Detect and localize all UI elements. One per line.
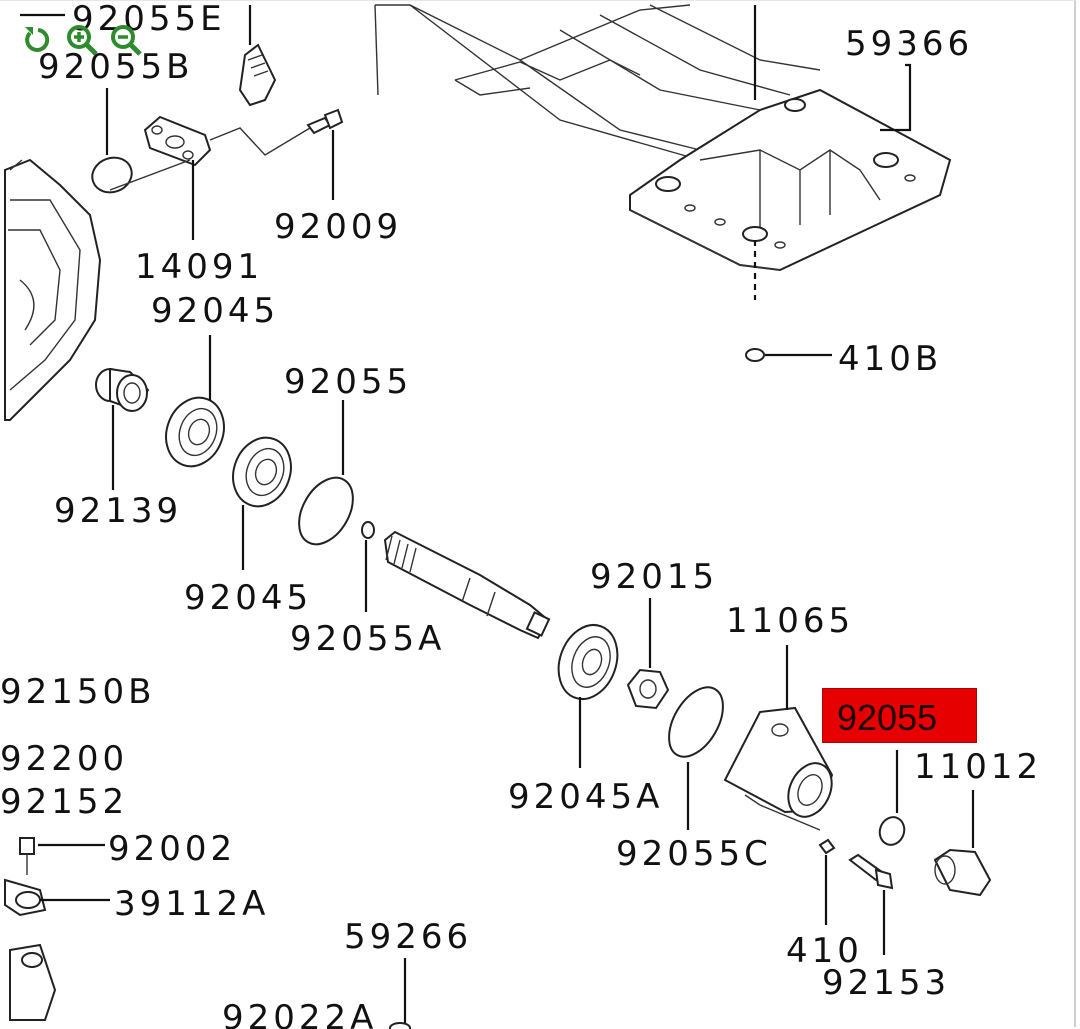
label-92055E: 92055E: [72, 0, 226, 39]
o-ring-92055B: [91, 156, 133, 194]
drive-shaft: [383, 530, 551, 640]
label-59266: 59266: [344, 917, 472, 957]
elbow-fitting-92055E: [238, 5, 277, 107]
bearing-92045A: [557, 624, 619, 768]
label-92055: 92055: [284, 362, 412, 402]
label-92015: 92015: [590, 557, 718, 597]
bolt-92153: [848, 853, 894, 955]
o-ring-92055A: [361, 521, 375, 539]
o-ring-92055: [298, 476, 354, 546]
bushing-92139: [95, 367, 150, 490]
label-92153: 92153: [822, 963, 950, 1003]
label-39112A: 39112A: [114, 884, 269, 924]
label-92009: 92009: [274, 207, 402, 247]
label-92045-upper: 92045: [151, 291, 279, 331]
label-14091: 14091: [135, 247, 263, 287]
bearing-92045-upper: [165, 335, 225, 468]
o-ring-92055C: [668, 686, 724, 758]
o-ring-92055-target: [878, 816, 906, 846]
label-410B: 410B: [838, 339, 942, 379]
label-92055C: 92055C: [616, 834, 772, 874]
zoom-toolbar: [20, 22, 144, 58]
reset-view-button[interactable]: [20, 22, 56, 58]
label-11012: 11012: [914, 747, 1042, 787]
zoom-out-icon: [111, 25, 142, 56]
bearing-92045-lower: [232, 436, 292, 570]
highlighted-part-label[interactable]: 92055: [822, 688, 977, 743]
nozzle-11012: [933, 790, 992, 897]
nut-410: [818, 838, 836, 925]
cover-plate-14091: [109, 115, 311, 240]
label-59366: 59366: [845, 24, 973, 64]
label-92002: 92002: [108, 829, 236, 869]
label-92139: 92139: [54, 491, 182, 531]
bracket-bottom-left: [4, 837, 57, 1021]
nut-92015: [626, 598, 670, 710]
label-92045-lower: 92045: [184, 578, 312, 618]
label-92152: 92152: [0, 782, 128, 822]
zoom-in-icon: [67, 25, 98, 56]
label-92055A: 92055A: [290, 619, 445, 659]
label-92022A: 92022A: [222, 998, 377, 1029]
plate-assembly-59366: [374, 4, 952, 362]
zoom-in-button[interactable]: [64, 22, 100, 58]
label-92150B: 92150B: [0, 672, 155, 712]
label-92055B: 92055B: [38, 47, 193, 87]
housing-left: [4, 158, 102, 421]
reset-icon: [25, 27, 50, 52]
zoom-out-button[interactable]: [108, 22, 144, 58]
highlighted-part-number: 92055: [837, 697, 938, 738]
label-11065: 11065: [726, 601, 854, 641]
label-410: 410: [786, 931, 863, 971]
label-92200: 92200: [0, 739, 128, 779]
washer-92022A: [389, 1022, 411, 1029]
label-92045A: 92045A: [508, 777, 663, 817]
cone-cap-11065: [723, 645, 834, 831]
bolt-92009: [306, 108, 344, 200]
